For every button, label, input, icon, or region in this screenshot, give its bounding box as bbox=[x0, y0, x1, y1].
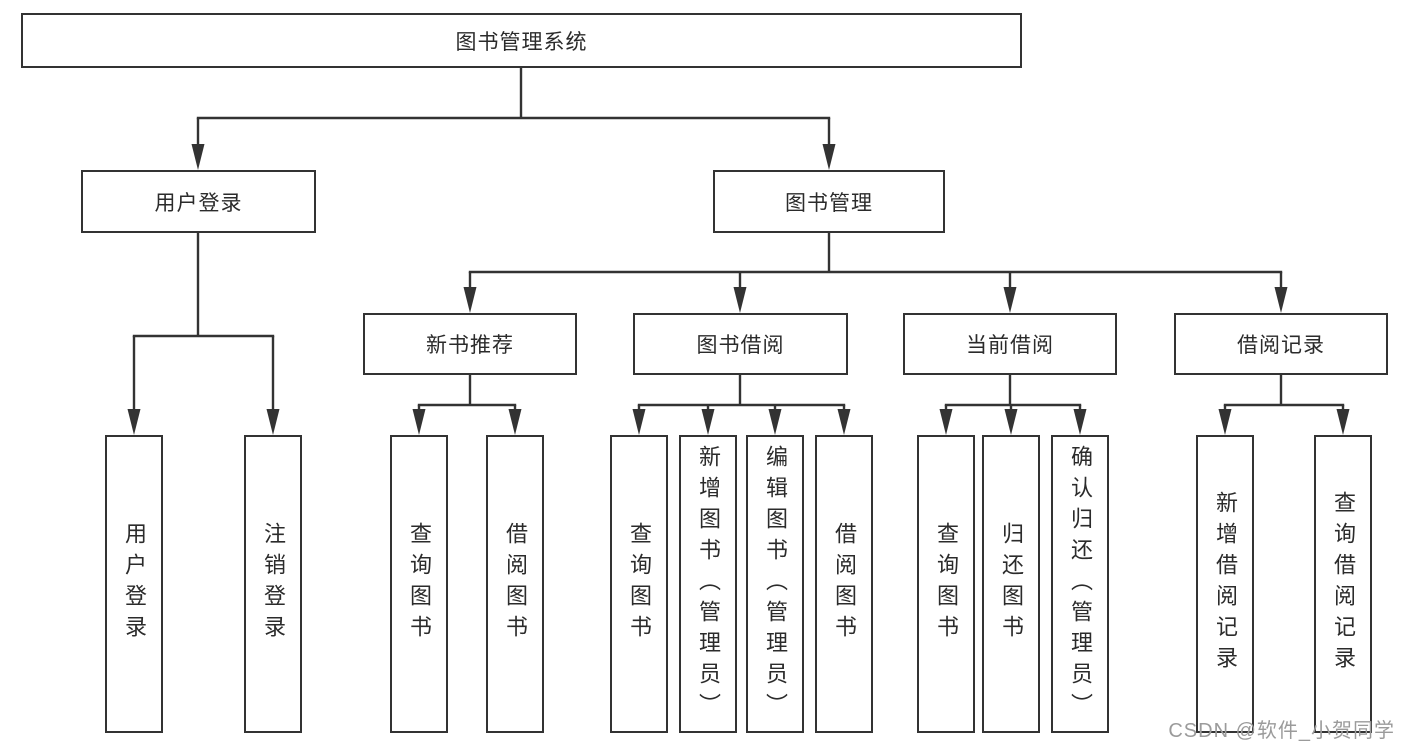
leaf-borrow-books-borrowing: 借阅图书 bbox=[815, 435, 873, 733]
node-user-login: 用户登录 bbox=[81, 170, 316, 233]
node-new-book-recommendation: 新书推荐 bbox=[363, 313, 577, 375]
leaf-confirm-return-admin: 确认归还（管理员） bbox=[1051, 435, 1109, 733]
leaf-add-books-admin: 新增图书（管理员） bbox=[679, 435, 737, 733]
node-current-borrowing: 当前借阅 bbox=[903, 313, 1117, 375]
node-library-management-system: 图书管理系统 bbox=[21, 13, 1022, 68]
leaf-query-books-borrowing: 查询图书 bbox=[610, 435, 668, 733]
leaf-borrow-books-recommend: 借阅图书 bbox=[486, 435, 544, 733]
csdn-watermark: CSDN @软件_小贺同学 bbox=[1168, 720, 1395, 742]
leaf-user-login: 用户登录 bbox=[105, 435, 163, 733]
node-borrowing-records: 借阅记录 bbox=[1174, 313, 1388, 375]
leaf-query-books-recommend: 查询图书 bbox=[390, 435, 448, 733]
leaf-query-books-current: 查询图书 bbox=[917, 435, 975, 733]
leaf-logout: 注销登录 bbox=[244, 435, 302, 733]
node-book-management: 图书管理 bbox=[713, 170, 945, 233]
leaf-query-borrow-record: 查询借阅记录 bbox=[1314, 435, 1372, 733]
node-book-borrowing: 图书借阅 bbox=[633, 313, 848, 375]
leaf-return-books: 归还图书 bbox=[982, 435, 1040, 733]
leaf-edit-books-admin: 编辑图书（管理员） bbox=[746, 435, 804, 733]
leaf-add-borrow-record: 新增借阅记录 bbox=[1196, 435, 1254, 733]
